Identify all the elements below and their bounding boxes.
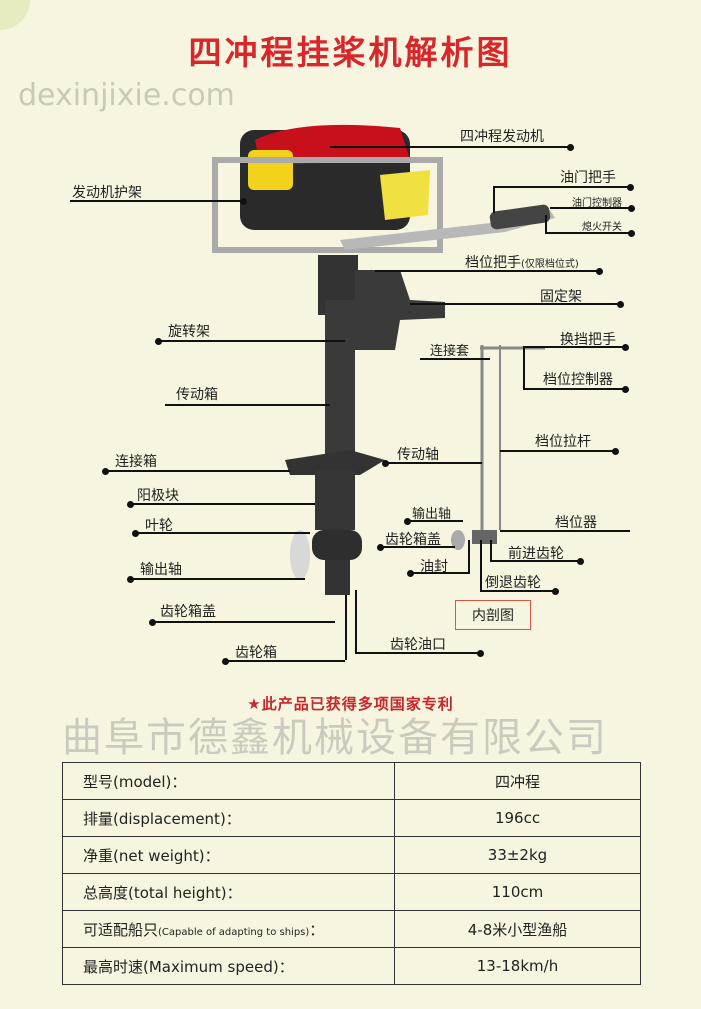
spec-value: 110cm (394, 873, 641, 911)
outboard-motor-illustration (212, 124, 555, 595)
table-row: 可适配船只(Capable of adapting to ships)：4-8米… (62, 910, 641, 948)
spec-value: 33±2kg (394, 836, 641, 874)
label-output-shaft-left: 输出轴 (140, 562, 182, 578)
label-swivel: 旋转架 (168, 324, 210, 340)
label-reverse-gear: 倒退齿轮 (485, 575, 541, 591)
label-propeller: 叶轮 (145, 518, 173, 534)
url-watermark: dexinjixie.com (18, 78, 235, 113)
company-watermark: 曲阜市德鑫机械设备有限公司 (62, 715, 608, 761)
label-drive-box: 传动箱 (176, 387, 218, 403)
skeg (325, 560, 350, 595)
spec-label: 最高时速(Maximum speed)： (62, 947, 395, 985)
label-anode: 阳极块 (137, 488, 179, 504)
spec-value: 196cc (394, 799, 641, 837)
drive-shaft-housing (325, 300, 355, 460)
tiller-bar (340, 210, 555, 250)
warning-tag (380, 170, 430, 220)
table-row: 型号(model)：四冲程 (62, 762, 641, 800)
label-gearbox-cover-left: 齿轮箱盖 (160, 604, 216, 620)
spec-label: 可适配船只(Capable of adapting to ships)： (62, 910, 395, 948)
table-row: 总高度(total height)：110cm (62, 873, 641, 911)
spec-label-cn: 可适配船只 (83, 920, 159, 939)
page-title: 四冲程挂桨机解析图 (188, 33, 513, 72)
engine-cover (255, 124, 410, 165)
label-engine-guard: 发动机护架 (72, 185, 142, 201)
spec-label: 型号(model)： (62, 762, 395, 800)
label-forward-gear: 前进齿轮 (508, 546, 564, 562)
table-row: 净重(net weight)：33±2kg (62, 836, 641, 874)
spec-value: 四冲程 (394, 762, 641, 800)
label-throttle-handle: 油门把手 (560, 170, 616, 186)
engine-guard (212, 157, 443, 253)
gear-assembly (472, 530, 497, 544)
label-gearbox-cover-right: 齿轮箱盖 (385, 532, 441, 548)
gear-handle-text: 档位把手 (465, 255, 521, 271)
spec-value: 4-8米小型渔船 (394, 910, 641, 948)
mount-clamp (355, 270, 445, 350)
gear-handle-note: (仅限档位式) (521, 259, 579, 270)
spec-label: 净重(net weight)： (62, 836, 395, 874)
label-gear-handle: 档位把手(仅限档位式) (465, 252, 579, 272)
spec-table: 型号(model)：四冲程 排量(displacement)：196cc 净重(… (62, 762, 641, 985)
label-engine: 四冲程发动机 (460, 129, 544, 145)
propeller (290, 530, 310, 580)
engine-label (248, 150, 293, 190)
lower-unit (315, 470, 355, 530)
label-gearbox: 齿轮箱 (235, 645, 277, 661)
label-gear-oil-port: 齿轮油口 (390, 637, 446, 653)
spec-label-colon: ： (309, 920, 325, 939)
spec-label: 总高度(total height)： (62, 873, 395, 911)
label-gear-shifter: 档位器 (555, 515, 597, 531)
table-row: 最高时速(Maximum speed)：13-18km/h (62, 947, 641, 985)
gear-housing (312, 530, 362, 560)
label-gear-controller: 档位控制器 (543, 372, 613, 388)
label-kill-switch: 熄火开关 (582, 222, 622, 233)
anti-cavitation-plate (285, 450, 385, 475)
label-output-shaft-right: 输出轴 (412, 507, 452, 522)
patent-notice: ★此产品已获得多项国家专利 (247, 695, 454, 713)
spec-label-en: (Capable of adapting to ships) (158, 926, 310, 938)
throttle-grip (489, 204, 551, 230)
label-throttle-controller: 油门控制器 (572, 198, 622, 209)
label-connect-box: 连接箱 (115, 454, 157, 470)
cutaway-label-box: 内剖图 (455, 600, 531, 630)
spec-label: 排量(displacement)： (62, 799, 395, 837)
label-gear-rod: 档位拉杆 (535, 434, 591, 450)
label-drive-shaft: 传动轴 (397, 447, 439, 463)
cutaway-cover (451, 530, 465, 550)
table-row: 排量(displacement)：196cc (62, 799, 641, 837)
label-shift-handle: 换挡把手 (560, 332, 616, 348)
spec-value: 13-18km/h (394, 947, 641, 985)
label-coupling-sleeve: 连接套 (430, 344, 470, 359)
label-oil-seal: 油封 (420, 559, 448, 575)
label-mount: 固定架 (540, 289, 582, 305)
